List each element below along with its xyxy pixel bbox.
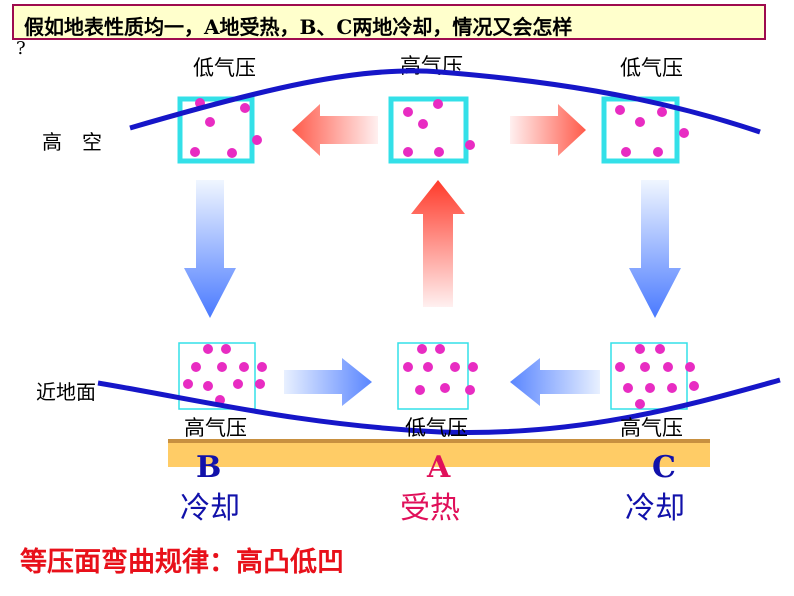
- upper-right-pressure-label: 低气压: [620, 56, 683, 80]
- upper-arrow-to-left: [292, 104, 378, 156]
- upper-middle-air-box: [388, 96, 469, 164]
- lower-arrow-to-middle-from-left: [284, 358, 372, 406]
- left-sinking-arrow: [184, 180, 236, 318]
- title-text: 假如地表性质均一，A地受热，B、C两地冷却，情况又会怎样: [24, 15, 573, 39]
- ground-strip-highlight: [168, 439, 710, 443]
- place-b-letter: B: [196, 450, 222, 485]
- place-b-state: 冷却: [180, 491, 240, 526]
- upper-left-pressure-label: 低气压: [193, 56, 256, 80]
- upper-arrow-to-right: [510, 104, 586, 156]
- lower-right-air-box: [610, 342, 688, 410]
- lower-left-pressure-label: 高气压: [184, 416, 247, 440]
- upper-middle-air-dots: [403, 99, 475, 157]
- upper-isobar-curve: [129, 68, 761, 135]
- place-a-letter: A: [427, 450, 451, 485]
- lower-right-pressure-label: 高气压: [620, 416, 683, 440]
- upper-right-air-box: [601, 96, 680, 164]
- lower-right-air-dots: [615, 344, 699, 409]
- lower-row-label: 近地面: [36, 380, 96, 404]
- lower-left-air-box: [178, 342, 256, 410]
- place-a-state: 受热: [400, 491, 460, 526]
- lower-middle-pressure-label: 低气压: [405, 416, 468, 440]
- isobar-bending-rule: 等压面弯曲规律：高凸低凹: [20, 547, 344, 578]
- lower-arrow-to-middle-from-right: [510, 358, 600, 406]
- title-box: 假如地表性质均一，A地受热，B、C两地冷却，情况又会怎样: [12, 4, 766, 40]
- ground-strip: [168, 439, 710, 467]
- lower-isobar-curve: [97, 377, 781, 435]
- place-c-letter: C: [652, 450, 676, 485]
- rising-arrow: [411, 180, 465, 307]
- upper-row-label: 高 空: [42, 130, 102, 154]
- upper-right-air-dots: [615, 105, 689, 157]
- title-question-mark: ?: [16, 38, 26, 59]
- lower-middle-air-dots: [403, 344, 478, 395]
- right-sinking-arrow: [629, 180, 681, 318]
- lower-middle-air-box: [397, 342, 469, 410]
- place-c-state: 冷却: [625, 491, 685, 526]
- upper-left-air-dots: [190, 98, 262, 158]
- upper-left-air-box: [177, 96, 255, 164]
- lower-left-air-dots: [183, 344, 267, 405]
